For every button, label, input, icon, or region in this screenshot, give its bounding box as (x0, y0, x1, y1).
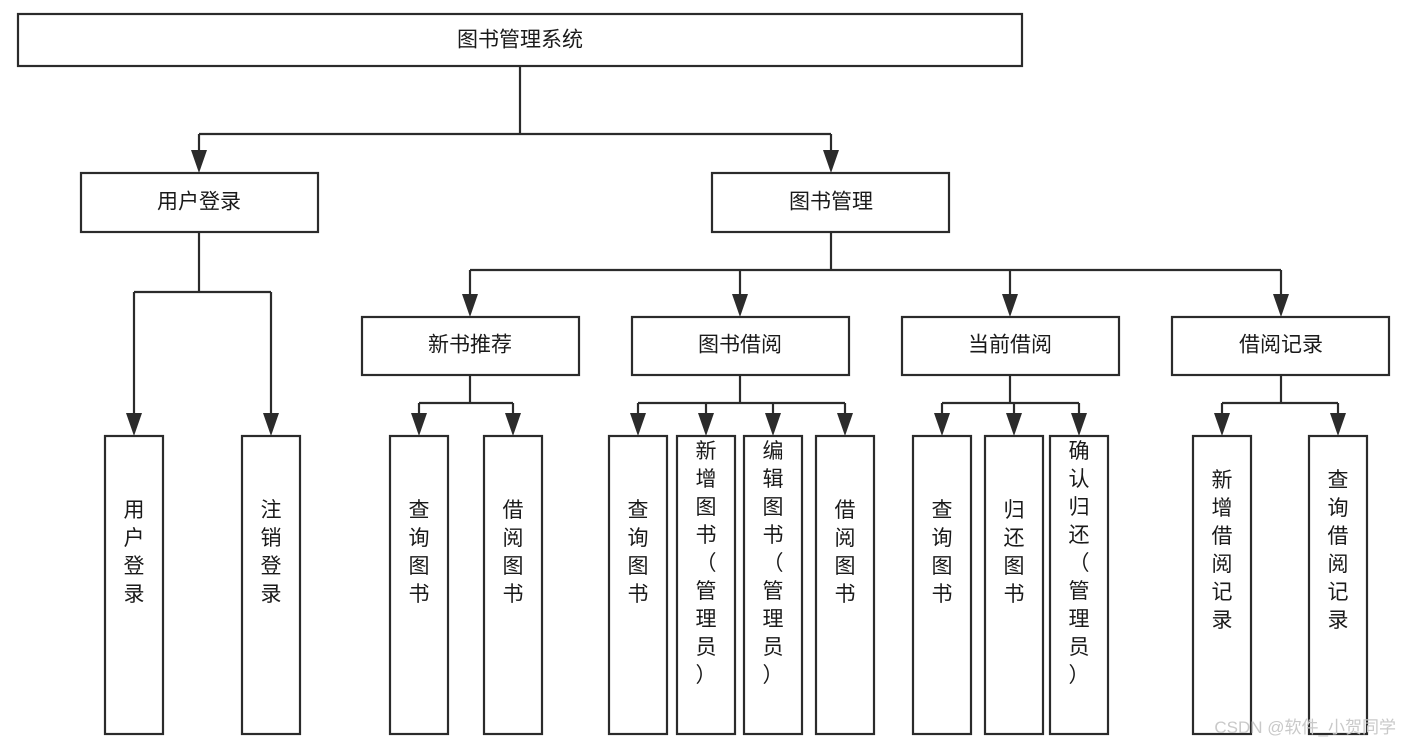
node-leaf-return-book-box[interactable] (983, 434, 1045, 736)
node-leaf-edit-book-box[interactable] (742, 434, 804, 736)
arrow-head-borrow-record (1273, 294, 1289, 317)
node-current-borrow-label: 当前借阅 (968, 334, 1052, 357)
node-leaf-add-book-box[interactable] (675, 434, 737, 736)
node-current-borrow[interactable]: 当前借阅 (900, 315, 1121, 377)
node-leaf-confirm-return-label: 确认归还（管理员） (1069, 440, 1090, 687)
node-book-borrow-label: 图书借阅 (698, 334, 782, 357)
node-book-borrow[interactable]: 图书借阅 (630, 315, 851, 377)
node-book-manage-label: 图书管理 (789, 191, 873, 214)
node-leaf-query-book-1-label: 查询图书 (409, 499, 430, 606)
node-leaf-query-record-box[interactable] (1307, 434, 1369, 736)
arrow-head-leaf-user-login (126, 413, 142, 436)
arrow-head-leaf-confirm-return (1071, 413, 1087, 436)
node-book-manage[interactable]: 图书管理 (710, 171, 951, 234)
node-leaf-add-record[interactable]: 新增借阅记录 (1191, 434, 1253, 736)
connectors-layer (126, 66, 1346, 436)
arrow-head-current-borrow (1002, 294, 1018, 317)
node-leaf-edit-book[interactable]: 编辑图书（管理员） (742, 434, 804, 736)
node-current-borrow-box[interactable] (900, 315, 1121, 377)
node-book-manage-box[interactable] (710, 171, 951, 234)
node-leaf-query-book-3[interactable]: 查询图书 (911, 434, 973, 736)
node-root-label: 图书管理系统 (457, 29, 583, 52)
node-leaf-add-record-box[interactable] (1191, 434, 1253, 736)
arrow-head-book-manage (823, 150, 839, 173)
node-leaf-logout-login[interactable]: 注销登录 (240, 434, 302, 736)
node-leaf-query-book-3-box[interactable] (911, 434, 973, 736)
node-new-book-recommend-label: 新书推荐 (428, 334, 512, 357)
node-leaf-query-book-2-box[interactable] (607, 434, 669, 736)
arrow-head-user-login (191, 150, 207, 173)
node-leaf-return-book-label: 归还图书 (1004, 499, 1025, 606)
node-leaf-logout-login-label: 注销登录 (261, 499, 282, 606)
arrow-head-leaf-add-book (698, 413, 714, 436)
node-leaf-query-book-3-label: 查询图书 (932, 499, 953, 606)
node-leaf-query-book-2[interactable]: 查询图书 (607, 434, 669, 736)
arrow-head-leaf-return-book (1006, 413, 1022, 436)
node-leaf-add-book[interactable]: 新增图书（管理员） (675, 434, 737, 736)
arrow-head-leaf-borrow-book-2 (837, 413, 853, 436)
node-leaf-user-login[interactable]: 用户登录 (103, 434, 165, 736)
node-root-box[interactable] (16, 12, 1024, 68)
node-leaf-add-record-label: 新增借阅记录 (1212, 469, 1233, 632)
node-leaf-user-login-box[interactable] (103, 434, 165, 736)
node-leaf-borrow-book-1-box[interactable] (482, 434, 544, 736)
node-borrow-record-label: 借阅记录 (1239, 334, 1323, 357)
arrow-head-leaf-edit-book (765, 413, 781, 436)
node-leaf-add-book-label: 新增图书（管理员） (696, 440, 717, 687)
node-leaf-query-book-2-label: 查询图书 (628, 499, 649, 606)
node-leaf-borrow-book-1[interactable]: 借阅图书 (482, 434, 544, 736)
node-leaf-borrow-book-2-label: 借阅图书 (835, 499, 856, 606)
node-leaf-confirm-return-box[interactable] (1048, 434, 1110, 736)
arrow-head-leaf-query-book-2 (630, 413, 646, 436)
arrow-head-book-borrow (732, 294, 748, 317)
arrow-head-leaf-query-book-1 (411, 413, 427, 436)
node-leaf-logout-login-box[interactable] (240, 434, 302, 736)
node-leaf-query-record-label: 查询借阅记录 (1328, 469, 1349, 632)
node-borrow-record-box[interactable] (1170, 315, 1391, 377)
node-user-login-label: 用户登录 (157, 191, 241, 214)
node-book-borrow-box[interactable] (630, 315, 851, 377)
arrow-head-new-book-recommend (462, 294, 478, 317)
node-leaf-edit-book-label: 编辑图书（管理员） (763, 440, 784, 687)
node-leaf-query-book-1[interactable]: 查询图书 (388, 434, 450, 736)
node-leaf-confirm-return[interactable]: 确认归还（管理员） (1048, 434, 1110, 736)
node-new-book-recommend[interactable]: 新书推荐 (360, 315, 581, 377)
arrow-head-leaf-logout-login (263, 413, 279, 436)
arrow-head-leaf-query-book-3 (934, 413, 950, 436)
node-leaf-query-record[interactable]: 查询借阅记录 (1307, 434, 1369, 736)
node-new-book-recommend-box[interactable] (360, 315, 581, 377)
arrow-head-leaf-add-record (1214, 413, 1230, 436)
arrow-head-leaf-query-record (1330, 413, 1346, 436)
node-leaf-user-login-label: 用户登录 (124, 499, 145, 606)
csdn-watermark: CSDN @软件_小贺同学 (1214, 718, 1396, 737)
node-leaf-query-book-1-box[interactable] (388, 434, 450, 736)
node-leaf-borrow-book-2[interactable]: 借阅图书 (814, 434, 876, 736)
node-leaf-return-book[interactable]: 归还图书 (983, 434, 1045, 736)
node-borrow-record[interactable]: 借阅记录 (1170, 315, 1391, 377)
node-leaf-borrow-book-2-box[interactable] (814, 434, 876, 736)
node-user-login-box[interactable] (79, 171, 320, 234)
node-root[interactable]: 图书管理系统 (16, 12, 1024, 68)
arrow-head-leaf-borrow-book-1 (505, 413, 521, 436)
node-user-login[interactable]: 用户登录 (79, 171, 320, 234)
node-leaf-borrow-book-1-label: 借阅图书 (503, 499, 524, 606)
